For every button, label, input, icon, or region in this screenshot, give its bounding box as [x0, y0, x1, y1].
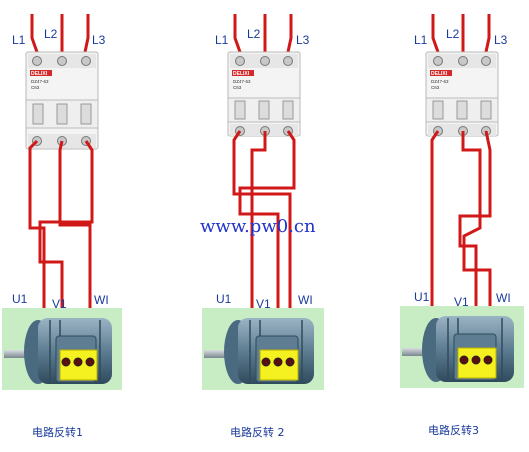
breaker-rating: C63: [431, 85, 440, 90]
motor: [400, 306, 524, 388]
breaker-rating: C63: [233, 85, 242, 90]
diagram-caption: 电路反转3: [428, 423, 479, 437]
phase-label-l3: L3: [92, 33, 106, 47]
circuit-breaker: DELIXI DZ47-63 C63: [425, 51, 499, 137]
terminal-screw-icon: [283, 56, 293, 66]
terminal-screw-icon: [32, 56, 42, 66]
terminal-post-icon: [73, 357, 83, 367]
motor-shaft: [402, 348, 428, 356]
breaker-brand: DELIXI: [31, 71, 48, 77]
diagram-2: L1 L2 L3 DELIXI DZ47-63 C63: [202, 14, 324, 439]
phase-label-l2: L2: [247, 27, 261, 41]
diagram-caption: 电路反转1: [32, 425, 83, 439]
terminal-post-icon: [471, 355, 481, 365]
breaker-toggle: [56, 103, 68, 125]
terminal-screw-icon: [260, 56, 270, 66]
motor: [202, 308, 324, 390]
breaker-toggle: [80, 103, 92, 125]
terminal-post-icon: [273, 357, 283, 367]
terminal-label-w1: WI: [298, 293, 313, 307]
diagram-caption: 电路反转 2: [230, 425, 285, 439]
terminal-screw-icon: [433, 56, 443, 66]
circuit-breaker: DELIXI DZ47-63 C63: [227, 51, 301, 137]
diagram-3: L1 L2 L3 DELIXI DZ47-63 C63: [400, 14, 524, 437]
breaker-brand: DELIXI: [431, 71, 448, 77]
breaker-toggle: [282, 100, 294, 120]
breaker-toggle: [456, 100, 468, 120]
breaker-model: DZ47-63: [233, 79, 251, 84]
terminal-screw-icon: [458, 56, 468, 66]
terminal-post-icon: [459, 355, 469, 365]
phase-label-l1: L1: [414, 33, 428, 47]
terminal-label-u1: U1: [12, 292, 28, 306]
breaker-toggle: [258, 100, 270, 120]
terminal-screw-icon: [81, 56, 91, 66]
breaker-brand: DELIXI: [233, 71, 250, 77]
terminal-screw-icon: [57, 56, 67, 66]
terminal-label-v1: V1: [454, 295, 469, 309]
supply-wires: [431, 14, 491, 53]
breaker-model: DZ47-63: [31, 79, 49, 84]
supply-wires: [233, 14, 293, 53]
terminal-post-icon: [61, 357, 71, 367]
terminal-post-icon: [261, 357, 271, 367]
motor-shaft: [204, 350, 230, 358]
phase-label-l2: L2: [446, 27, 460, 41]
breaker-toggle: [480, 100, 492, 120]
watermark: www.pw0.cn: [200, 216, 316, 237]
circuit-breaker: DELIXI DZ47-63 C63: [25, 51, 99, 150]
supply-wires: [30, 14, 90, 53]
motor: [2, 308, 122, 390]
terminal-label-v1: V1: [52, 297, 67, 311]
terminal-post-icon: [483, 355, 493, 365]
breaker-rating: C63: [31, 85, 40, 90]
terminal-screw-icon: [481, 56, 491, 66]
phase-label-l1: L1: [12, 33, 26, 47]
breaker-toggle: [32, 103, 44, 125]
breaker-toggle: [432, 100, 444, 120]
terminal-label-w1: WI: [496, 291, 511, 305]
phase-label-l1: L1: [215, 33, 229, 47]
terminal-post-icon: [285, 357, 295, 367]
phase-label-l3: L3: [494, 33, 508, 47]
breaker-toggle: [234, 100, 246, 120]
terminal-label-u1: U1: [216, 292, 232, 306]
terminal-screw-icon: [235, 56, 245, 66]
diagram-1: L1 L2 L3 DELIXI DZ47-63 C63: [2, 14, 122, 439]
breaker-model: DZ47-63: [431, 79, 449, 84]
motor-shaft: [4, 350, 30, 358]
terminal-label-w1: WI: [94, 293, 109, 307]
terminal-label-v1: V1: [256, 297, 271, 311]
phase-label-l2: L2: [44, 27, 58, 41]
terminal-label-u1: U1: [414, 290, 430, 304]
terminal-post-icon: [85, 357, 95, 367]
phase-label-l3: L3: [296, 33, 310, 47]
